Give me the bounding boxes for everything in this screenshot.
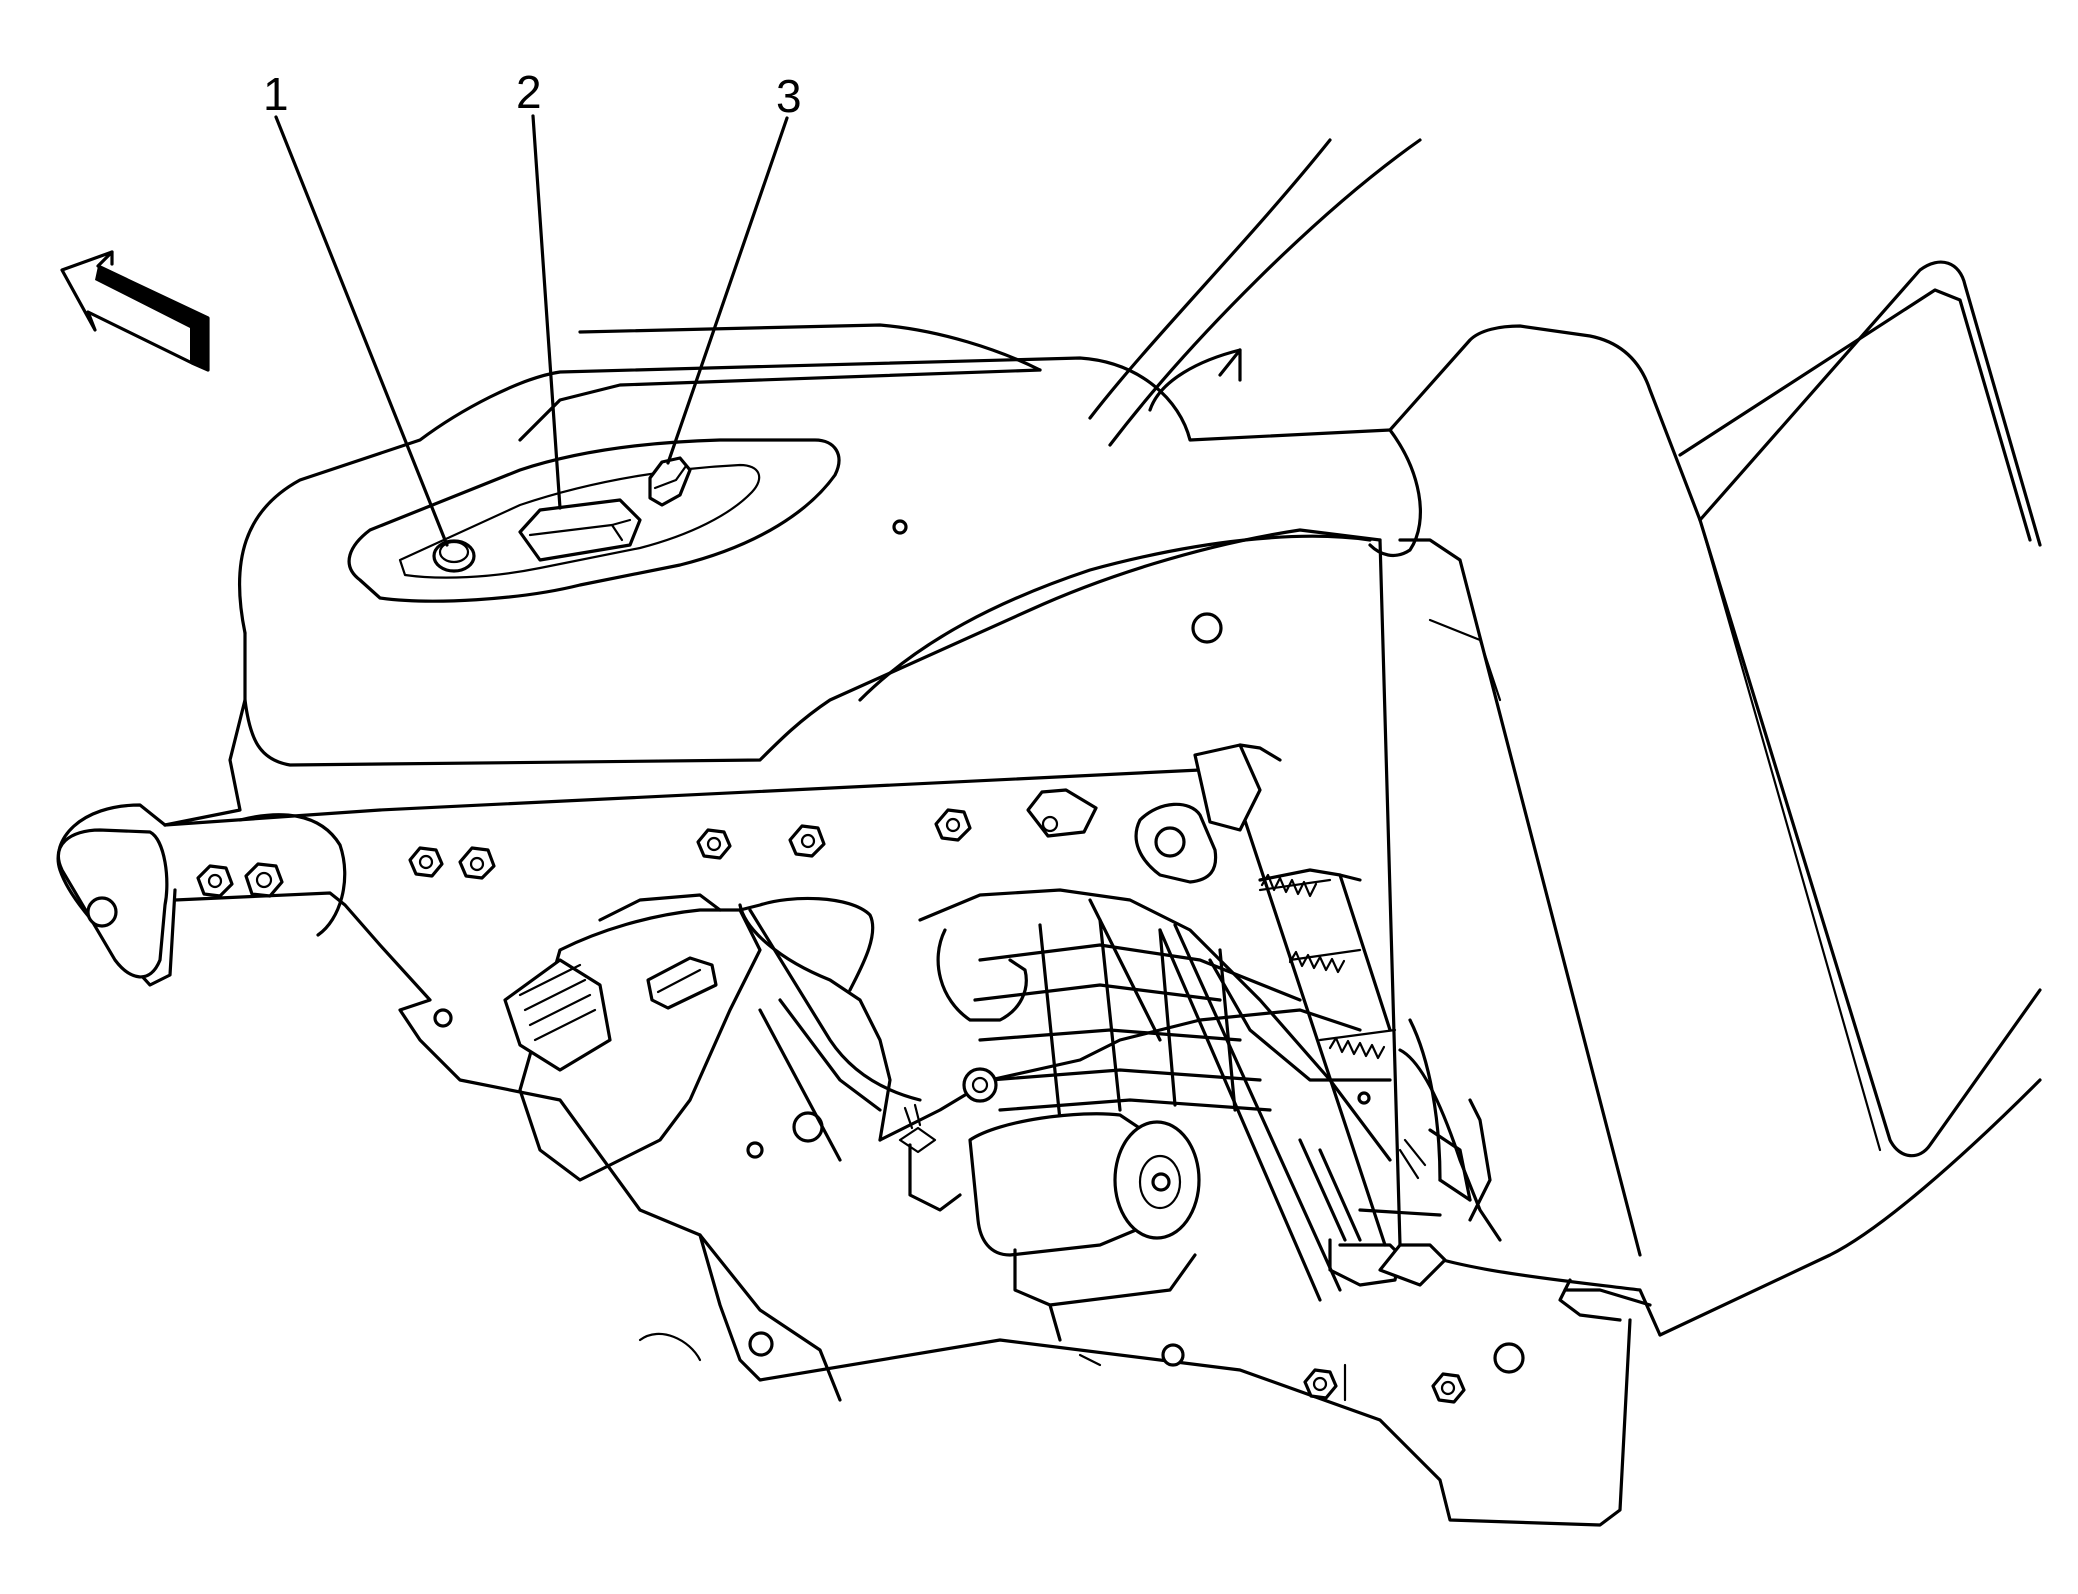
bolt-icon bbox=[1303, 1368, 1338, 1400]
rear-bracket bbox=[1134, 743, 1262, 884]
bolt-icon bbox=[244, 862, 284, 898]
callout-number-2: 2 bbox=[516, 66, 542, 118]
seat-motor bbox=[898, 1067, 1201, 1342]
seat-back-outline bbox=[1088, 138, 2042, 1337]
bolt-icon bbox=[696, 828, 732, 860]
leader-lines bbox=[274, 114, 789, 547]
bolt-icon bbox=[458, 846, 496, 880]
callout-number-3: 3 bbox=[776, 70, 802, 122]
wiring-harness bbox=[503, 893, 922, 1182]
bolt-icon bbox=[934, 808, 972, 842]
seat-springs bbox=[1260, 873, 1386, 1060]
lumbar-switch bbox=[432, 539, 476, 573]
rear-details bbox=[1357, 1091, 1652, 1307]
callout-number-1: 1 bbox=[263, 68, 289, 120]
seat-track-assembly bbox=[878, 868, 1502, 1302]
callout-labels: 1 2 3 bbox=[263, 66, 802, 122]
bolt-icon bbox=[196, 864, 234, 898]
seat-side-frame bbox=[56, 743, 1662, 1527]
bolt-icon bbox=[788, 824, 826, 858]
mounting-bolts bbox=[196, 788, 1466, 1404]
bolt-icon bbox=[1431, 1372, 1466, 1404]
front-direction-arrow-icon bbox=[60, 250, 210, 372]
recline-switch bbox=[648, 456, 692, 507]
seat-adjuster-switch bbox=[518, 498, 642, 562]
seat-cushion bbox=[163, 323, 1642, 1257]
bolt-icon bbox=[1026, 788, 1098, 838]
bolt-icon bbox=[408, 846, 444, 878]
